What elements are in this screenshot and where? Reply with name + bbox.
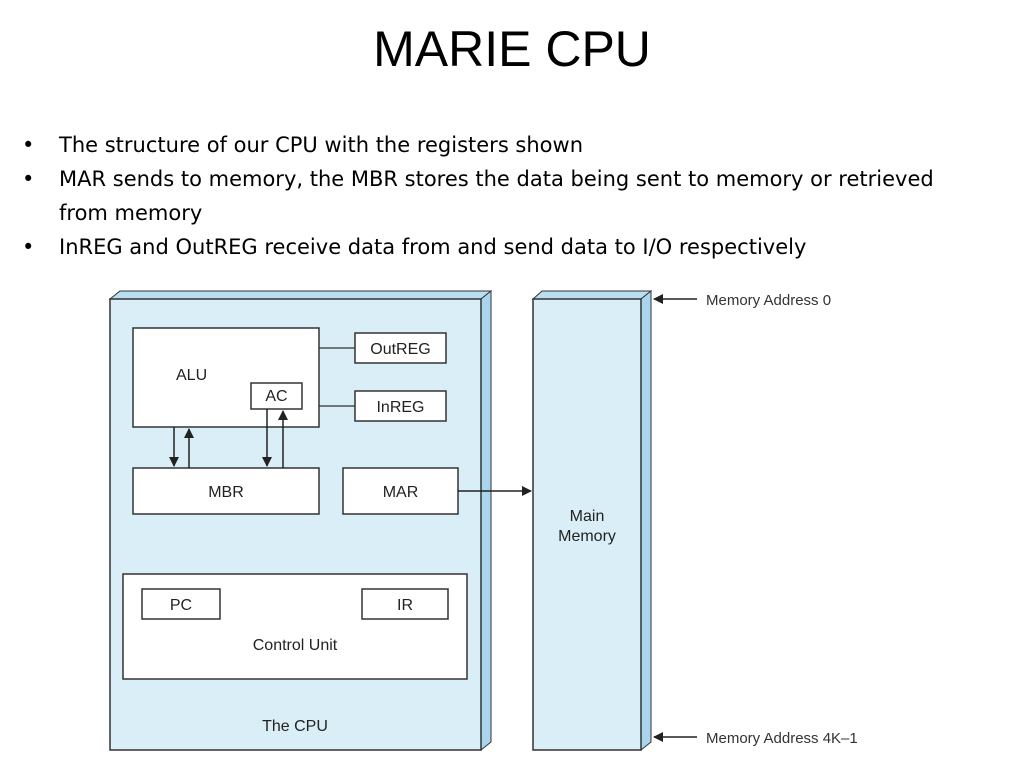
ir-label: IR	[397, 597, 413, 614]
cpu-panel-top	[108, 290, 493, 300]
ac-box	[250, 382, 303, 410]
outreg-label: OutREG	[370, 341, 430, 358]
inreg-label: InREG	[376, 399, 424, 416]
bullet-text: The structure of our CPU with the regist…	[59, 133, 584, 157]
memory-panel-top	[531, 290, 653, 300]
bullet-text: InREG and OutREG receive data from and s…	[59, 235, 807, 259]
alu-box	[132, 327, 320, 428]
main-memory-label-line1: Main	[570, 508, 605, 525]
mbr-box	[132, 467, 320, 515]
memory-panel-side	[640, 289, 652, 752]
ir-box	[361, 588, 449, 620]
pc-label: PC	[170, 597, 192, 614]
bullet-list: • The structure of our CPU with the regis…	[22, 128, 982, 264]
cpu-panel-side	[480, 289, 492, 752]
alu-label: ALU	[176, 367, 207, 384]
pc-box	[141, 588, 221, 620]
mem-addr-bottom-label: Memory Address 4K–1	[706, 730, 858, 747]
memory-panel-front	[532, 298, 642, 751]
ac-label: AC	[265, 388, 287, 405]
slide-title: MARIE CPU	[373, 21, 651, 77]
mar-label: MAR	[383, 484, 419, 501]
main-memory-label-line2: Memory	[558, 528, 616, 545]
mbr-label: MBR	[208, 484, 244, 501]
control-unit-label: Control Unit	[253, 637, 338, 654]
bullet-dot: •	[22, 167, 35, 191]
bullet-item: • InREG and OutREG receive data from and …	[22, 230, 982, 264]
bullet-dot: •	[22, 133, 35, 157]
mem-addr-top-label: Memory Address 0	[706, 292, 831, 309]
memory-panel	[531, 289, 653, 752]
bullet-dot: •	[22, 235, 35, 259]
bullet-text: MAR sends to memory, the MBR stores the …	[59, 167, 934, 225]
bullet-item: • The structure of our CPU with the regis…	[22, 128, 982, 162]
bullet-item: • MAR sends to memory, the MBR stores the…	[22, 162, 982, 230]
mar-box	[342, 467, 459, 515]
cpu-label: The CPU	[262, 718, 328, 735]
